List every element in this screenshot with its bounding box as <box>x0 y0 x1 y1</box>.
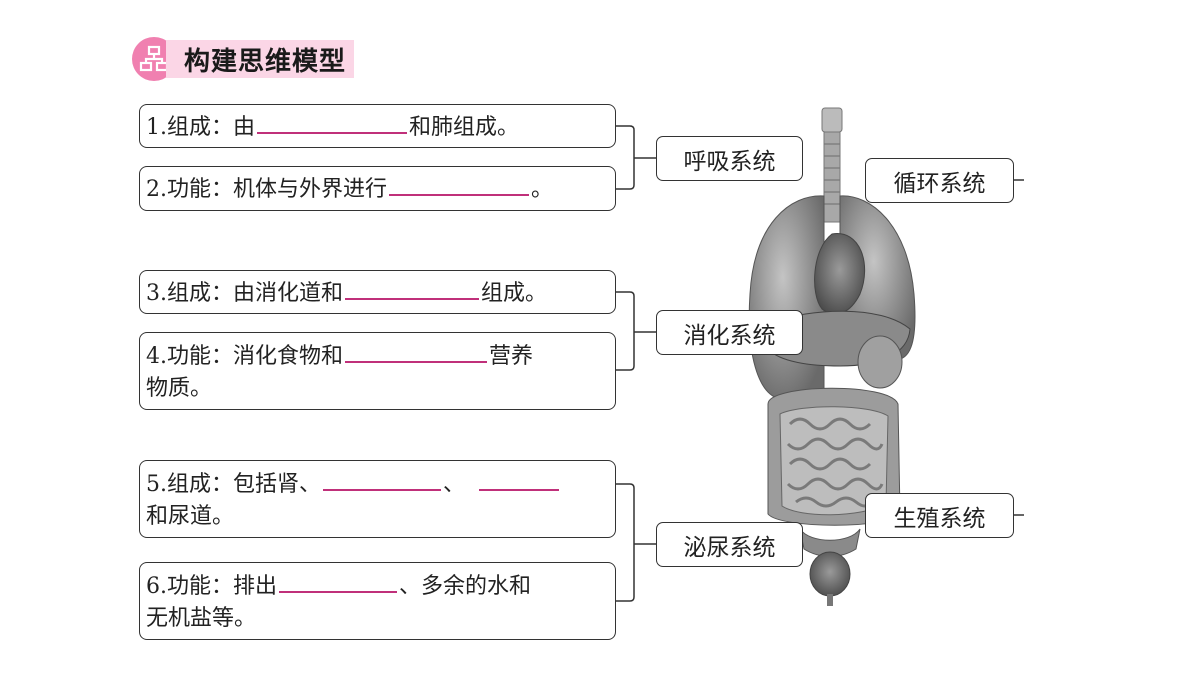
item-3: 3.组成：由消化道和组成。 <box>139 270 616 314</box>
item-2: 2.功能：机体与外界进行。 <box>139 166 616 211</box>
item-4: 4.功能：消化食物和营养 物质。 <box>139 332 616 410</box>
reproductive-system-label: 生殖系统 <box>865 493 1014 538</box>
answer-blank-6[interactable] <box>279 569 397 593</box>
item-1: 1.组成：由和肺组成。 <box>139 104 616 148</box>
answer-blank-2[interactable] <box>389 172 529 196</box>
page-title: 构建思维模型 <box>184 46 347 77</box>
answer-blank-1[interactable] <box>257 110 407 134</box>
answer-blank-4[interactable] <box>345 339 487 363</box>
circulatory-system-label: 循环系统 <box>865 158 1014 203</box>
respiratory-system-label: 呼吸系统 <box>656 136 803 181</box>
urinary-system-label: 泌尿系统 <box>656 522 803 567</box>
answer-blank-5a[interactable] <box>323 467 441 491</box>
answer-blank-5b[interactable] <box>479 467 560 491</box>
item-5: 5.组成：包括肾、、 和尿道。 <box>139 460 616 538</box>
item-6: 6.功能：排出、多余的水和 无机盐等。 <box>139 562 616 640</box>
digestive-system-label: 消化系统 <box>656 310 803 355</box>
human-organs-illustration <box>748 107 916 606</box>
section-title: 构建思维模型 <box>132 37 355 81</box>
answer-blank-3[interactable] <box>345 276 479 300</box>
